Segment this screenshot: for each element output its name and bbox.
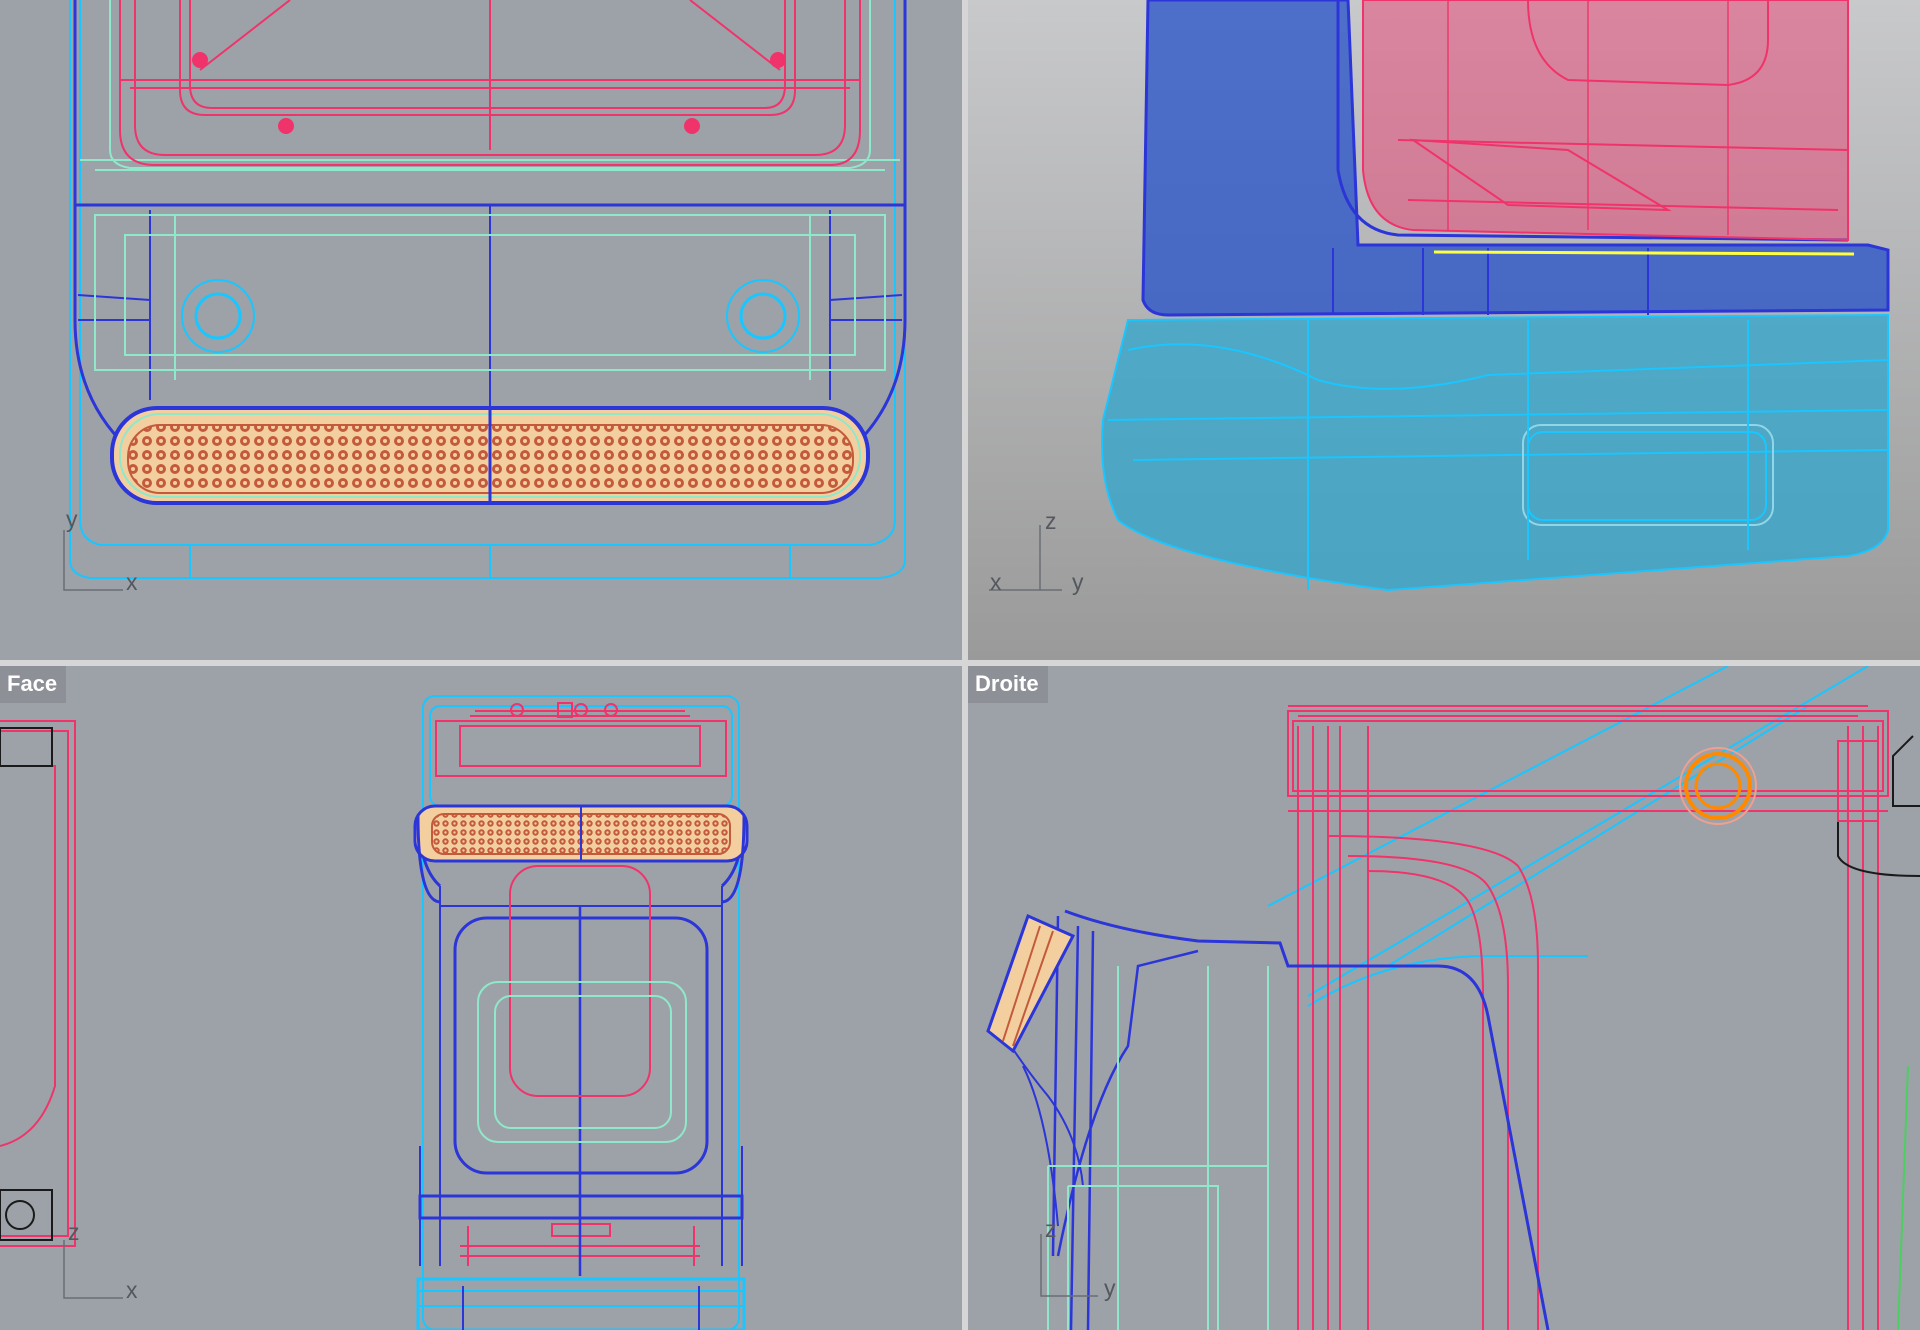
axis-gizmo-icon: z y xyxy=(1040,1216,1116,1301)
axis-gizmo-icon: y x xyxy=(63,506,138,595)
right-view-wireframe xyxy=(986,666,1920,1330)
svg-text:x: x xyxy=(126,1277,138,1303)
viewport-front[interactable]: Face z x xyxy=(0,666,962,1330)
svg-text:x: x xyxy=(990,569,1002,595)
svg-text:x: x xyxy=(126,569,138,595)
svg-text:y: y xyxy=(1104,1275,1116,1301)
svg-text:z: z xyxy=(1045,1216,1057,1242)
axis-gizmo-icon: z x xyxy=(63,1219,138,1303)
viewport-label-front[interactable]: Face xyxy=(0,666,67,703)
viewport-perspective[interactable]: z x y xyxy=(968,0,1920,660)
front-view-wireframe xyxy=(0,695,749,1330)
viewport-right[interactable]: Droite z y xyxy=(968,666,1920,1330)
viewport-top[interactable]: y x xyxy=(0,0,962,660)
svg-text:y: y xyxy=(1072,569,1084,595)
svg-text:z: z xyxy=(1045,508,1057,534)
top-view-wireframe xyxy=(69,0,907,579)
svg-text:y: y xyxy=(66,506,78,532)
axis-gizmo-icon: z x y xyxy=(989,508,1084,595)
perspective-view-shaded xyxy=(1101,0,1890,592)
viewport-label-right[interactable]: Droite xyxy=(968,666,1048,703)
svg-text:z: z xyxy=(68,1219,80,1245)
